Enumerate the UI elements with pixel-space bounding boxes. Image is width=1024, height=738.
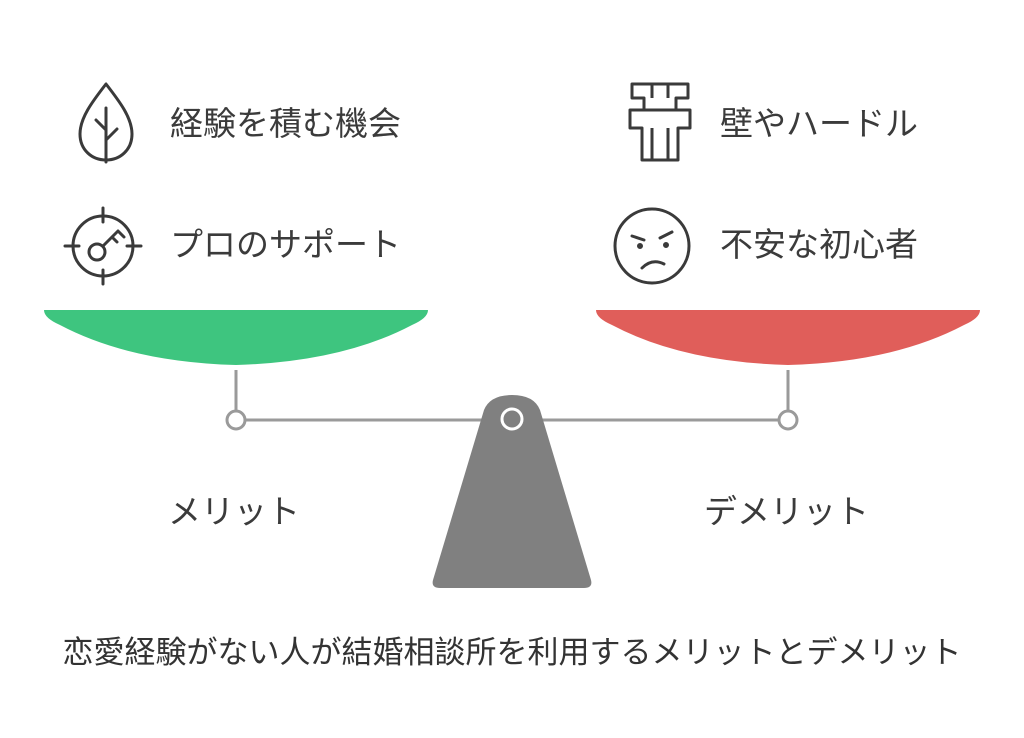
pivot [500,407,524,431]
worried-face-icon [613,207,691,285]
left-joint [225,409,247,431]
target-key-icon [63,206,143,286]
left-pan [44,310,428,365]
drawback-item-label: 不安な初心者 [720,225,918,264]
benefit-item-label: プロのサポート [170,225,401,264]
plant-icon [78,82,134,164]
right-pan [596,310,980,365]
drawbacks-label: デメリット [704,492,869,531]
diagram-title: 恋愛経験がない人が結婚相談所を利用するメリットとデメリット [62,635,962,671]
fulcrum [432,395,592,588]
barrier-icon [628,82,692,162]
benefits-label: メリット [168,492,300,531]
drawback-item-label: 壁やハードル [720,104,918,143]
right-joint [777,409,799,431]
benefit-item-label: 経験を積む機会 [170,104,401,143]
